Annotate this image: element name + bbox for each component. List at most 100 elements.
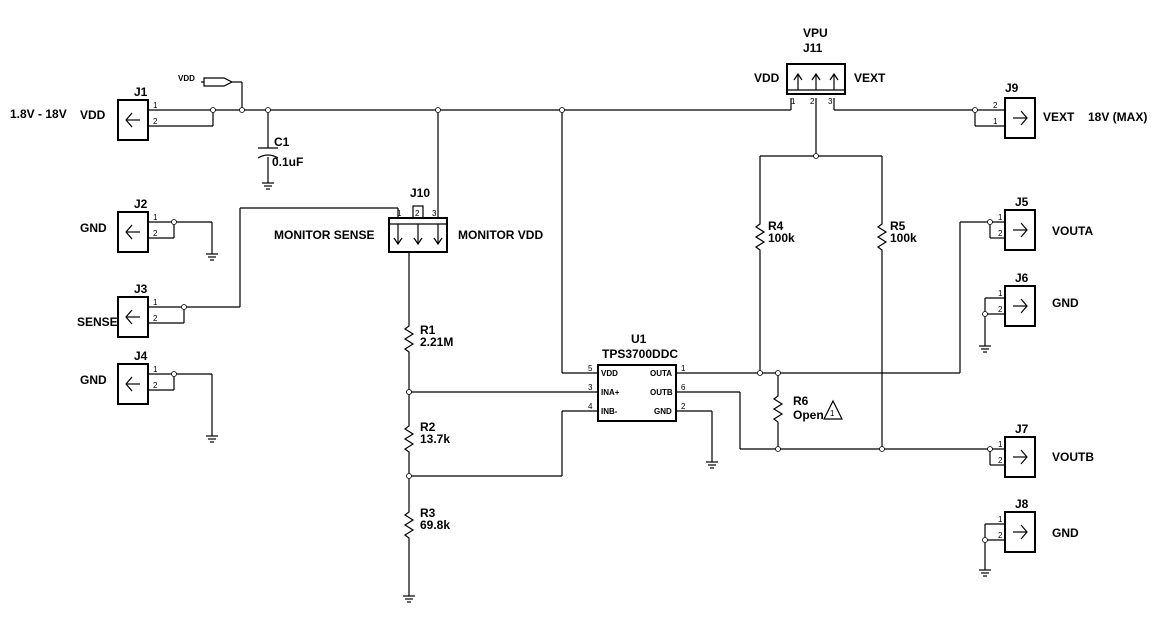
pin-number: 1 — [397, 209, 402, 218]
c1-ref: C1 — [274, 135, 290, 149]
capacitor-icon — [257, 147, 279, 159]
header-2pin-icon — [117, 211, 149, 253]
pin-number: 2 — [810, 97, 815, 106]
header-2pin-icon — [1004, 511, 1036, 553]
header-2pin-icon — [117, 99, 149, 141]
header-2pin-icon — [1004, 285, 1036, 327]
j4-net-label: GND — [80, 373, 107, 387]
pin-number: 2 — [153, 314, 158, 323]
j11-ref: J11 — [803, 41, 823, 55]
pin-name: GND — [654, 407, 672, 416]
ground-icon — [205, 253, 219, 261]
r2-value: 13.7k — [420, 432, 450, 446]
pin-number: 2 — [998, 456, 1003, 465]
header-2pin-icon — [1004, 436, 1036, 478]
connector-j7: J7 VOUTB 1 2 — [998, 422, 1094, 478]
resistor-icon — [877, 219, 887, 255]
r6-ref: R6 — [793, 394, 809, 408]
vext-range: 18V (MAX) — [1088, 110, 1147, 124]
header-2pin-icon — [117, 296, 149, 338]
resistor-r3: R3 69.8k — [404, 506, 450, 543]
pin-number: 2 — [153, 229, 158, 238]
pin-number: 6 — [681, 383, 686, 392]
pin-number: 5 — [588, 364, 593, 373]
pin-number: 3 — [432, 209, 437, 218]
j9-ref: J9 — [1005, 81, 1019, 95]
j8-net-label: GND — [1052, 526, 1079, 540]
resistor-icon — [773, 391, 783, 427]
connector-j1: J1 1 2 — [117, 85, 158, 141]
r1-value: 2.21M — [420, 335, 453, 349]
j3-net-label: SENSE — [77, 315, 118, 329]
j4-ref: J4 — [134, 349, 148, 363]
note-triangle-icon — [823, 399, 843, 420]
supply-range-label: 1.8V - 18V — [10, 107, 67, 121]
vdd-flag-label: VDD — [178, 74, 195, 83]
j5-ref: J5 — [1015, 195, 1029, 209]
pin-number: 4 — [588, 402, 593, 411]
pin-name: OUTB — [650, 388, 673, 397]
j1-ref: J1 — [134, 85, 148, 99]
pin-number: 1 — [998, 515, 1003, 524]
pin-number: 3 — [588, 383, 593, 392]
capacitor-c1: C1 0.1uF — [257, 135, 303, 169]
r5-value: 100k — [890, 231, 917, 245]
u1-ref: U1 — [631, 332, 647, 346]
ic-u1: U1 TPS3700DDC 5 3 4 VDD INA+ INB- OUTA O… — [588, 332, 686, 422]
r1-ref: R1 — [420, 323, 436, 337]
pin-number: 2 — [998, 229, 1003, 238]
resistor-r6: R6 Open 1 — [773, 391, 843, 427]
r3-value: 69.8k — [420, 518, 450, 532]
resistor-icon — [404, 507, 414, 543]
j7-ref: J7 — [1015, 422, 1029, 436]
j6-ref: J6 — [1015, 271, 1029, 285]
ground-icon — [705, 461, 719, 469]
u1-part: TPS3700DDC — [602, 347, 678, 361]
j11-left-label: VDD — [754, 71, 780, 85]
r5-ref: R5 — [890, 219, 906, 233]
pin-number: 1 — [998, 440, 1003, 449]
j5-net-label: VOUTA — [1052, 224, 1093, 238]
c1-value: 0.1uF — [272, 155, 303, 169]
pin-number: 1 — [998, 213, 1003, 222]
j3-ref: J3 — [134, 282, 148, 296]
ground-icon — [978, 569, 992, 577]
pin-number: 2 — [993, 101, 998, 110]
junction-dots — [171, 107, 993, 543]
ground-icon — [261, 182, 275, 190]
header-2pin-icon — [1004, 97, 1036, 139]
j6-net-label: GND — [1052, 296, 1079, 310]
connector-j3: J3 SENSE 1 2 — [77, 282, 158, 338]
r4-ref: R4 — [768, 219, 784, 233]
r3-ref: R3 — [420, 506, 436, 520]
header-2pin-icon — [117, 363, 149, 405]
resistor-icon — [755, 219, 765, 255]
wires — [148, 81, 1005, 596]
resistor-r1: R1 2.21M — [404, 321, 453, 357]
connector-j5: J5 VOUTA 1 2 — [998, 195, 1093, 251]
j8-ref: J8 — [1015, 497, 1029, 511]
ground-icon — [978, 345, 992, 353]
resistor-r5: R5 100k — [877, 219, 917, 255]
resistor-icon — [404, 421, 414, 457]
r2-ref: R2 — [420, 420, 436, 434]
pin-number: 2 — [415, 209, 420, 218]
connector-j8: J8 GND 1 2 — [998, 497, 1079, 553]
ground-icon — [205, 435, 219, 443]
j2-ref: J2 — [134, 197, 148, 211]
pin-number: 1 — [153, 101, 158, 110]
pin-number: 2 — [153, 117, 158, 126]
pin-number: 2 — [998, 305, 1003, 314]
pin-number: 1 — [998, 289, 1003, 298]
ic-body — [597, 364, 677, 422]
j10-left-label: MONITOR SENSE — [274, 228, 374, 242]
connector-j9: J9 VEXT 18V (MAX) 2 1 — [993, 81, 1147, 139]
resistor-r4: R4 100k — [755, 219, 795, 255]
connector-j10: J10 1 2 3 MONITOR SENSE MONITOR VDD — [274, 186, 543, 253]
pin-number: 1 — [153, 298, 158, 307]
pin-name: INB- — [601, 407, 618, 416]
pin-number: 2 — [998, 531, 1003, 540]
pin-number: 2 — [681, 402, 686, 411]
pin-name: VDD — [601, 369, 618, 378]
